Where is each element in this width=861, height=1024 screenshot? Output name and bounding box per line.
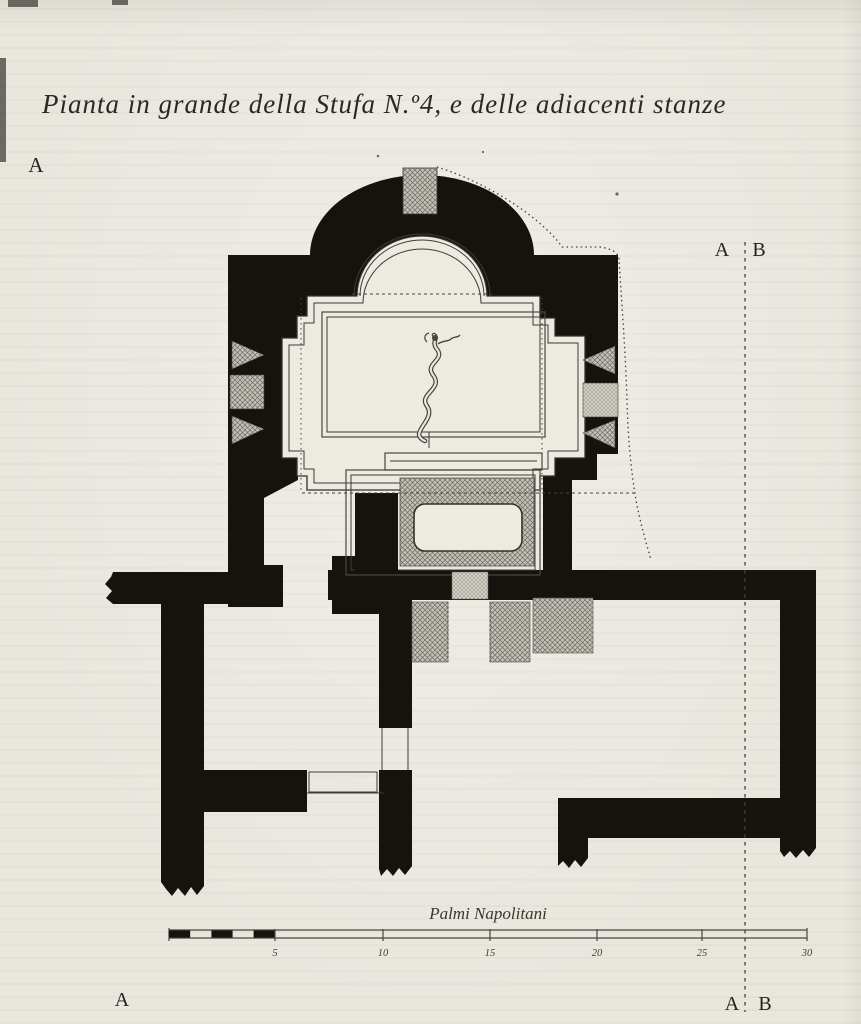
scale-tick-5: 5 <box>272 948 277 959</box>
paper-flaws <box>0 0 619 196</box>
central-wall-lower <box>379 770 412 876</box>
section-marker-a-top-right: A <box>715 239 730 261</box>
apse-niche <box>402 167 438 215</box>
right-room-east-wall <box>780 596 816 838</box>
left-window-splay-lower <box>231 415 265 445</box>
section-marker-b-bottom-right: B <box>758 993 771 1015</box>
left-room-west-wall <box>161 604 204 896</box>
section-marker-b-top-right: B <box>752 239 765 261</box>
praefurnium-hatching <box>411 571 594 663</box>
left-wall-windows <box>229 340 265 445</box>
left-room-south-wall <box>204 770 307 812</box>
wall-linings <box>288 233 579 484</box>
door-thresholds <box>307 728 409 794</box>
scale-bar-label: Palmi Napolitani <box>428 904 547 923</box>
scale-tick-25: 25 <box>697 948 708 959</box>
inner-floor-outline <box>321 311 546 438</box>
right-window-splay-upper <box>582 345 616 375</box>
scale-tick-10: 10 <box>378 948 389 959</box>
scale-tick-15: 15 <box>485 948 496 959</box>
right-room-south-wall <box>558 798 785 838</box>
section-marker-a-bottom-left: A <box>115 989 130 1011</box>
right-window-splay-lower <box>582 419 616 449</box>
section-line-ab: A B A B <box>715 239 772 1015</box>
right-room-south-stub <box>558 838 588 868</box>
section-marker-a-top-left: A <box>28 153 44 177</box>
central-wall-upper <box>379 600 412 728</box>
left-window-splay-upper <box>231 340 265 370</box>
right-wall-windows <box>582 345 619 449</box>
guide-lines <box>300 293 637 494</box>
left-room-north-wall <box>105 572 279 604</box>
basin-tub <box>413 503 523 552</box>
plan-title: Pianta in grande della Stufa N.º4, e del… <box>41 89 727 119</box>
scale-tick-20: 20 <box>592 948 603 959</box>
excavation-boundary-dotted <box>436 166 652 561</box>
section-marker-a-bottom-right: A <box>725 993 740 1015</box>
right-room-east-wall-break <box>780 838 816 858</box>
scale-bar: Palmi Napolitani 5 10 15 20 25 30 <box>168 904 813 959</box>
scale-tick-30: 30 <box>801 948 813 959</box>
serpent-icon <box>416 332 461 448</box>
